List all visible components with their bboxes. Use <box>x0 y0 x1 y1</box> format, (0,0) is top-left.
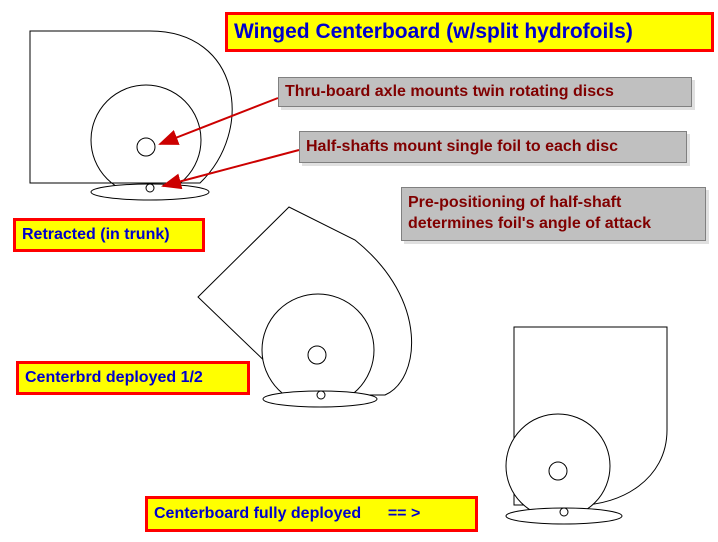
disc-half <box>261 293 375 407</box>
board-retracted-outline <box>29 30 233 184</box>
halfshaft-half <box>316 390 326 400</box>
label-half-deployed: Centerbrd deployed 1/2 <box>16 361 250 395</box>
axle-full <box>548 461 568 481</box>
axle-half <box>307 345 327 365</box>
callout-preposition-line1: Pre-positioning of half-shaft <box>408 194 622 211</box>
axle-retracted <box>136 137 156 157</box>
arrow-to-axle <box>158 97 279 145</box>
label-fully-deployed: Centerboard fully deployed == > <box>145 496 478 532</box>
halfshaft-full <box>559 507 569 517</box>
board-half <box>197 206 413 408</box>
board-retracted <box>29 30 233 201</box>
callout-preposition-line2: determines foil's angle of attack <box>408 215 651 232</box>
diagram-title: Winged Centerboard (w/split hydrofoils) <box>225 12 714 52</box>
arrow-to-halfshaft <box>161 149 300 190</box>
label-retracted: Retracted (in trunk) <box>13 218 205 252</box>
callout-preposition: Pre-positioning of half-shaft determines… <box>401 187 706 241</box>
halfshaft-retracted <box>145 183 155 193</box>
disc-full <box>505 413 611 519</box>
board-half-outline <box>197 206 413 396</box>
callout-axle: Thru-board axle mounts twin rotating dis… <box>278 77 692 107</box>
board-full <box>505 326 668 525</box>
disc-retracted <box>90 84 202 196</box>
callout-halfshaft: Half-shafts mount single foil to each di… <box>299 131 687 163</box>
